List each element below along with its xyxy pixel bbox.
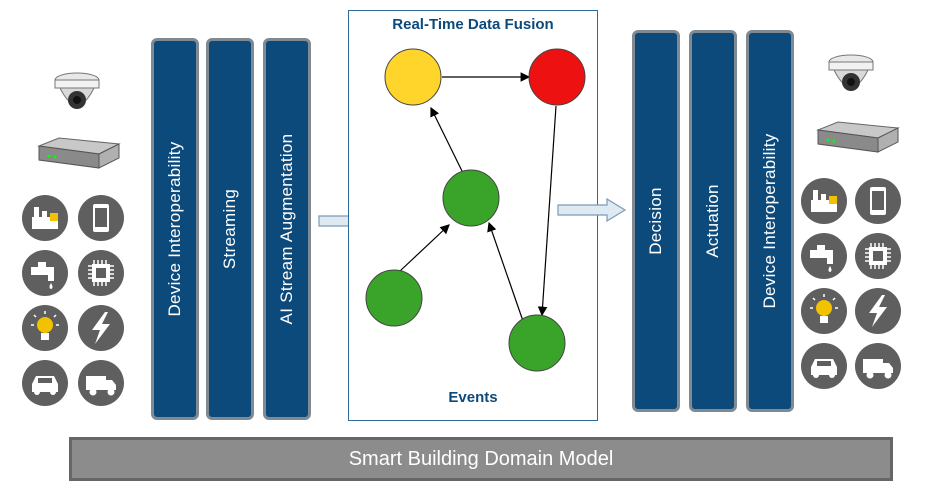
event-graph (365, 48, 586, 372)
factory-icon (22, 195, 68, 241)
edge-green-bottom-mid (487, 221, 524, 322)
node-red (528, 48, 586, 106)
edge-red-green-bottom (537, 105, 557, 317)
pillar-device-interoperability-left: Device Interoperability (151, 38, 199, 420)
pillar-device-interoperability-right: Device Interoperability (746, 30, 794, 412)
real-time-data-fusion-panel: Real-Time Data Fusion Events (348, 10, 598, 421)
smart-building-domain-model-bar: Smart Building Domain Model (69, 437, 893, 481)
camera-icon-right (828, 54, 874, 91)
phone-icon (78, 195, 124, 241)
server-icon-right (816, 121, 900, 153)
node-green-middle (442, 169, 500, 227)
chip-icon (855, 233, 901, 279)
chip-icon (78, 250, 124, 296)
lightning-icon (855, 288, 901, 334)
pillar-streaming: Streaming (206, 38, 254, 420)
faucet-icon (801, 233, 847, 279)
pillar-actuation: Actuation (689, 30, 737, 412)
server-icon-left (37, 137, 121, 169)
fusion-title: Real-Time Data Fusion (392, 16, 554, 33)
node-green-bottom (508, 314, 566, 372)
node-green-left (365, 269, 423, 327)
bulb-icon (22, 305, 68, 351)
events-label: Events (448, 389, 498, 406)
edge-green-mid-yellow (430, 106, 463, 172)
pillar-ai-stream-augmentation: AI Stream Augmentation (263, 38, 311, 420)
edge-green-left-mid (399, 224, 450, 272)
flow-arrow-right (557, 198, 627, 222)
lightning-icon (78, 305, 124, 351)
car-icon (22, 360, 68, 406)
car-icon (801, 343, 847, 389)
node-yellow (384, 48, 442, 106)
camera-icon-left (54, 72, 100, 109)
footer-label: Smart Building Domain Model (348, 448, 614, 470)
truck-icon (855, 343, 901, 389)
truck-icon (78, 360, 124, 406)
factory-icon (801, 178, 847, 224)
faucet-icon (22, 250, 68, 296)
phone-icon (855, 178, 901, 224)
pillar-decision: Decision (632, 30, 680, 412)
bulb-icon (801, 288, 847, 334)
